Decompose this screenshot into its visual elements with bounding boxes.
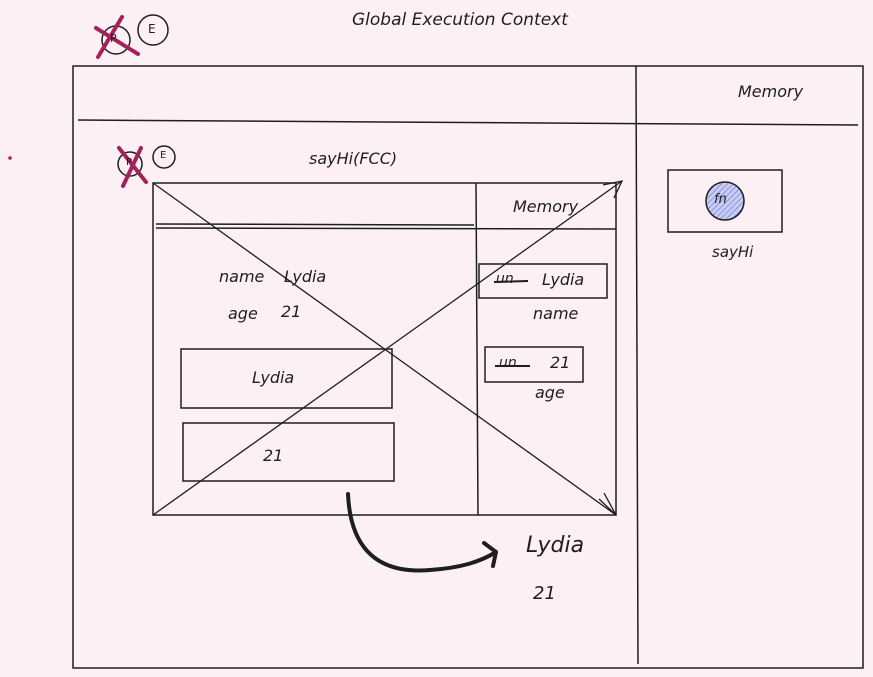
function-context-title: sayHi(FCC) — [309, 149, 398, 168]
fn-phase-e-label: E — [160, 150, 167, 161]
output-line-2: 21 — [533, 583, 556, 604]
stack-box-name-value: Lydia — [252, 368, 295, 387]
mem-box-age — [484, 346, 584, 383]
global-phase-p-label: P — [110, 32, 117, 45]
global-phase-e-label: E — [148, 22, 156, 36]
fn-phase-p-circle — [117, 151, 143, 177]
age-value: 21 — [281, 302, 302, 321]
mem-age-label: age — [535, 383, 565, 402]
output-line-1: Lydia — [526, 533, 585, 558]
fn-phase-e-circle — [152, 145, 176, 169]
function-phase-markers — [117, 145, 176, 188]
global-memory-label: sayHi — [712, 243, 754, 261]
stray-dot — [8, 156, 12, 160]
fn-phase-p-label: P — [126, 157, 133, 168]
global-memory-item — [667, 169, 783, 233]
fn-strike-icon — [117, 146, 148, 188]
mem-name-value: Lydia — [542, 270, 585, 289]
mem-box-name — [478, 263, 608, 299]
destroyed-cross — [152, 180, 624, 516]
page-title: Global Execution Context — [352, 10, 568, 30]
arrowhead-b — [602, 180, 624, 199]
fn-memory-boxes — [478, 263, 608, 383]
global-memory-header: Memory — [738, 82, 804, 101]
global-context-frame — [72, 65, 864, 669]
cross-line-b — [152, 180, 623, 516]
mem-name-label: name — [533, 304, 579, 323]
return-arrow — [346, 492, 498, 573]
fn-circle-label: fn — [714, 192, 727, 207]
age-label: age — [228, 304, 258, 323]
fn-circle-icon — [705, 181, 745, 221]
fn-memory-header: Memory — [513, 197, 579, 216]
stack-box-name — [180, 348, 393, 409]
mem-age-old-value: un — [499, 355, 517, 371]
stack-box-age-value: 21 — [263, 446, 284, 465]
stack-boxes — [180, 348, 395, 482]
mem-age-value: 21 — [550, 353, 571, 372]
name-label: name — [219, 267, 265, 286]
strike-name-old — [493, 280, 529, 283]
global-phase-e-circle — [137, 14, 169, 46]
global-strike-icon — [94, 15, 140, 59]
stack-box-age — [182, 422, 395, 482]
function-context-frame — [152, 182, 617, 516]
name-value: Lydia — [284, 267, 327, 286]
arrowhead-a — [598, 492, 617, 516]
mem-name-old-value: un — [496, 271, 514, 287]
cross-line-a — [152, 182, 617, 516]
global-phase-markers — [94, 14, 169, 59]
